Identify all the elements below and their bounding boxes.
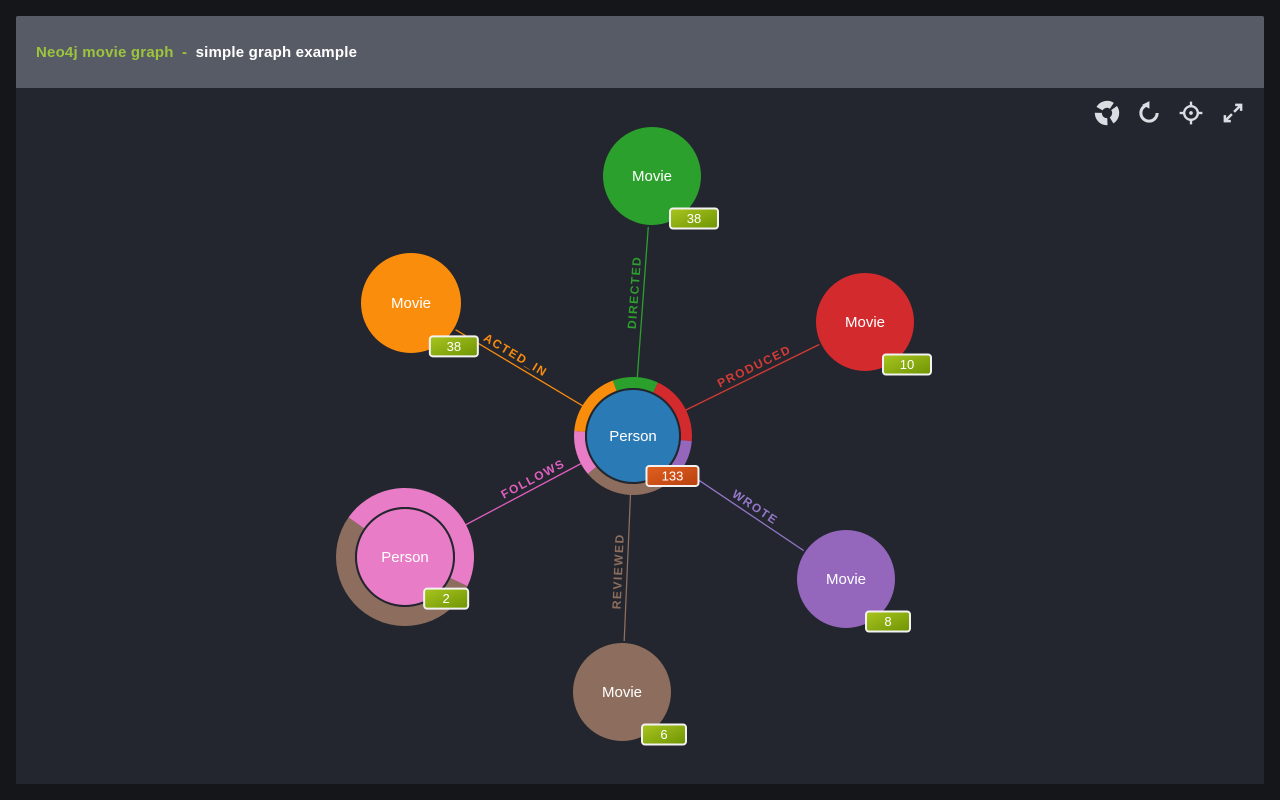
node-label: Person <box>609 428 657 445</box>
page-title-primary: Neo4j movie graph <box>36 44 174 61</box>
graph-canvas[interactable]: DIRECTEDACTED_INPRODUCEDWROTEREVIEWEDFOL… <box>16 88 1264 784</box>
node-label: Movie <box>632 168 672 185</box>
graph-node-person-follows[interactable]: Person 2 <box>336 488 474 626</box>
count-badge-value: 8 <box>884 614 891 629</box>
count-badge-value: 10 <box>900 357 914 372</box>
edge-label-follows: FOLLOWS <box>499 456 568 501</box>
reset-view-icon[interactable] <box>1136 100 1162 126</box>
count-badge-value: 38 <box>447 339 461 354</box>
page-title-secondary: simple graph example <box>196 44 358 61</box>
graph-node-movie-directed[interactable]: Movie 38 <box>602 126 718 229</box>
app-window: Neo4j movie graph - simple graph example <box>16 16 1264 784</box>
page-title-separator: - <box>178 44 191 61</box>
graph-node-movie-acted-in[interactable]: Movie 38 <box>360 252 478 356</box>
graph-node-movie-reviewed[interactable]: Movie 6 <box>572 642 686 745</box>
page-title: Neo4j movie graph - simple graph example <box>36 44 357 61</box>
edge-label-reviewed: REVIEWED <box>610 533 627 610</box>
graph-toolbar <box>1094 100 1246 126</box>
count-badge-value: 133 <box>662 468 684 483</box>
count-badge-value: 6 <box>660 727 667 742</box>
crosshair-icon[interactable] <box>1178 100 1204 126</box>
count-badge-value: 38 <box>687 211 701 226</box>
fullscreen-icon[interactable] <box>1220 100 1246 126</box>
graph-panel: DIRECTEDACTED_INPRODUCEDWROTEREVIEWEDFOL… <box>16 88 1264 784</box>
graph-node-movie-wrote[interactable]: Movie 8 <box>796 529 910 632</box>
node-label: Movie <box>391 295 431 312</box>
node-label: Movie <box>826 571 866 588</box>
header-bar: Neo4j movie graph - simple graph example <box>16 16 1264 88</box>
graph-node-movie-produced[interactable]: Movie 10 <box>815 272 931 375</box>
donut-chart-icon[interactable] <box>1094 100 1120 126</box>
edge-label-acted_in: ACTED_IN <box>481 331 550 380</box>
node-label: Movie <box>602 684 642 701</box>
edge-label-produced: PRODUCED <box>715 342 794 390</box>
node-label: Movie <box>845 314 885 331</box>
edge-label-wrote: WROTE <box>730 487 781 528</box>
graph-node-person-center[interactable]: Person 133 <box>574 377 698 495</box>
count-badge-value: 2 <box>443 591 450 606</box>
node-label: Person <box>381 549 429 566</box>
